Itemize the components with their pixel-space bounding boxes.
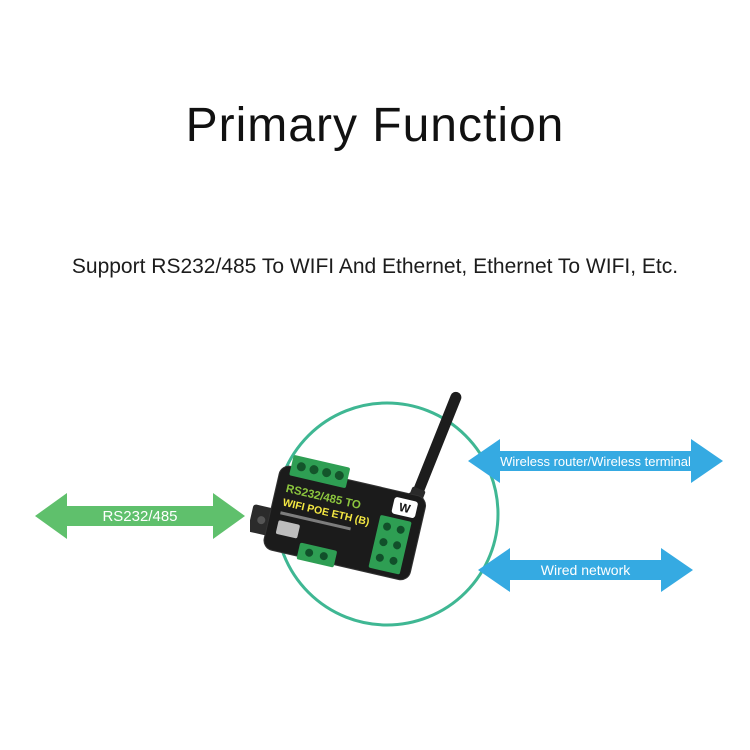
double-arrow-icon xyxy=(478,548,693,592)
double-arrow-icon xyxy=(35,493,245,539)
top-terminal-block xyxy=(289,455,350,488)
bottom-terminal-block xyxy=(296,542,337,568)
wireless-arrow: Wireless router/Wireless terminal xyxy=(468,439,723,483)
wired-network-arrow: Wired network xyxy=(478,548,693,592)
page-subtitle: Support RS232/485 To WIFI And Ethernet, … xyxy=(71,255,679,278)
page-title: Primary Function xyxy=(185,99,565,152)
rs232-485-arrow: RS232/485 xyxy=(35,493,245,539)
mounting-hole xyxy=(257,516,266,525)
device-sticker xyxy=(275,520,300,539)
side-terminal-block xyxy=(368,515,412,575)
double-arrow-icon xyxy=(468,439,723,483)
wireless-arrow-label: Wireless router/Wireless terminal xyxy=(500,453,691,469)
device-body: W RS232/485 TO WIFI POE ETH (B) xyxy=(250,455,427,581)
wired-network-arrow-label: Wired network xyxy=(540,562,631,578)
fine-print-line xyxy=(280,511,351,531)
brand-logo: W xyxy=(391,497,418,518)
brand-logo-letter: W xyxy=(398,500,413,516)
serial-server-device: W RS232/485 TO WIFI POE ETH (B) xyxy=(250,391,462,581)
rs232-485-arrow-label: RS232/485 xyxy=(102,507,178,525)
